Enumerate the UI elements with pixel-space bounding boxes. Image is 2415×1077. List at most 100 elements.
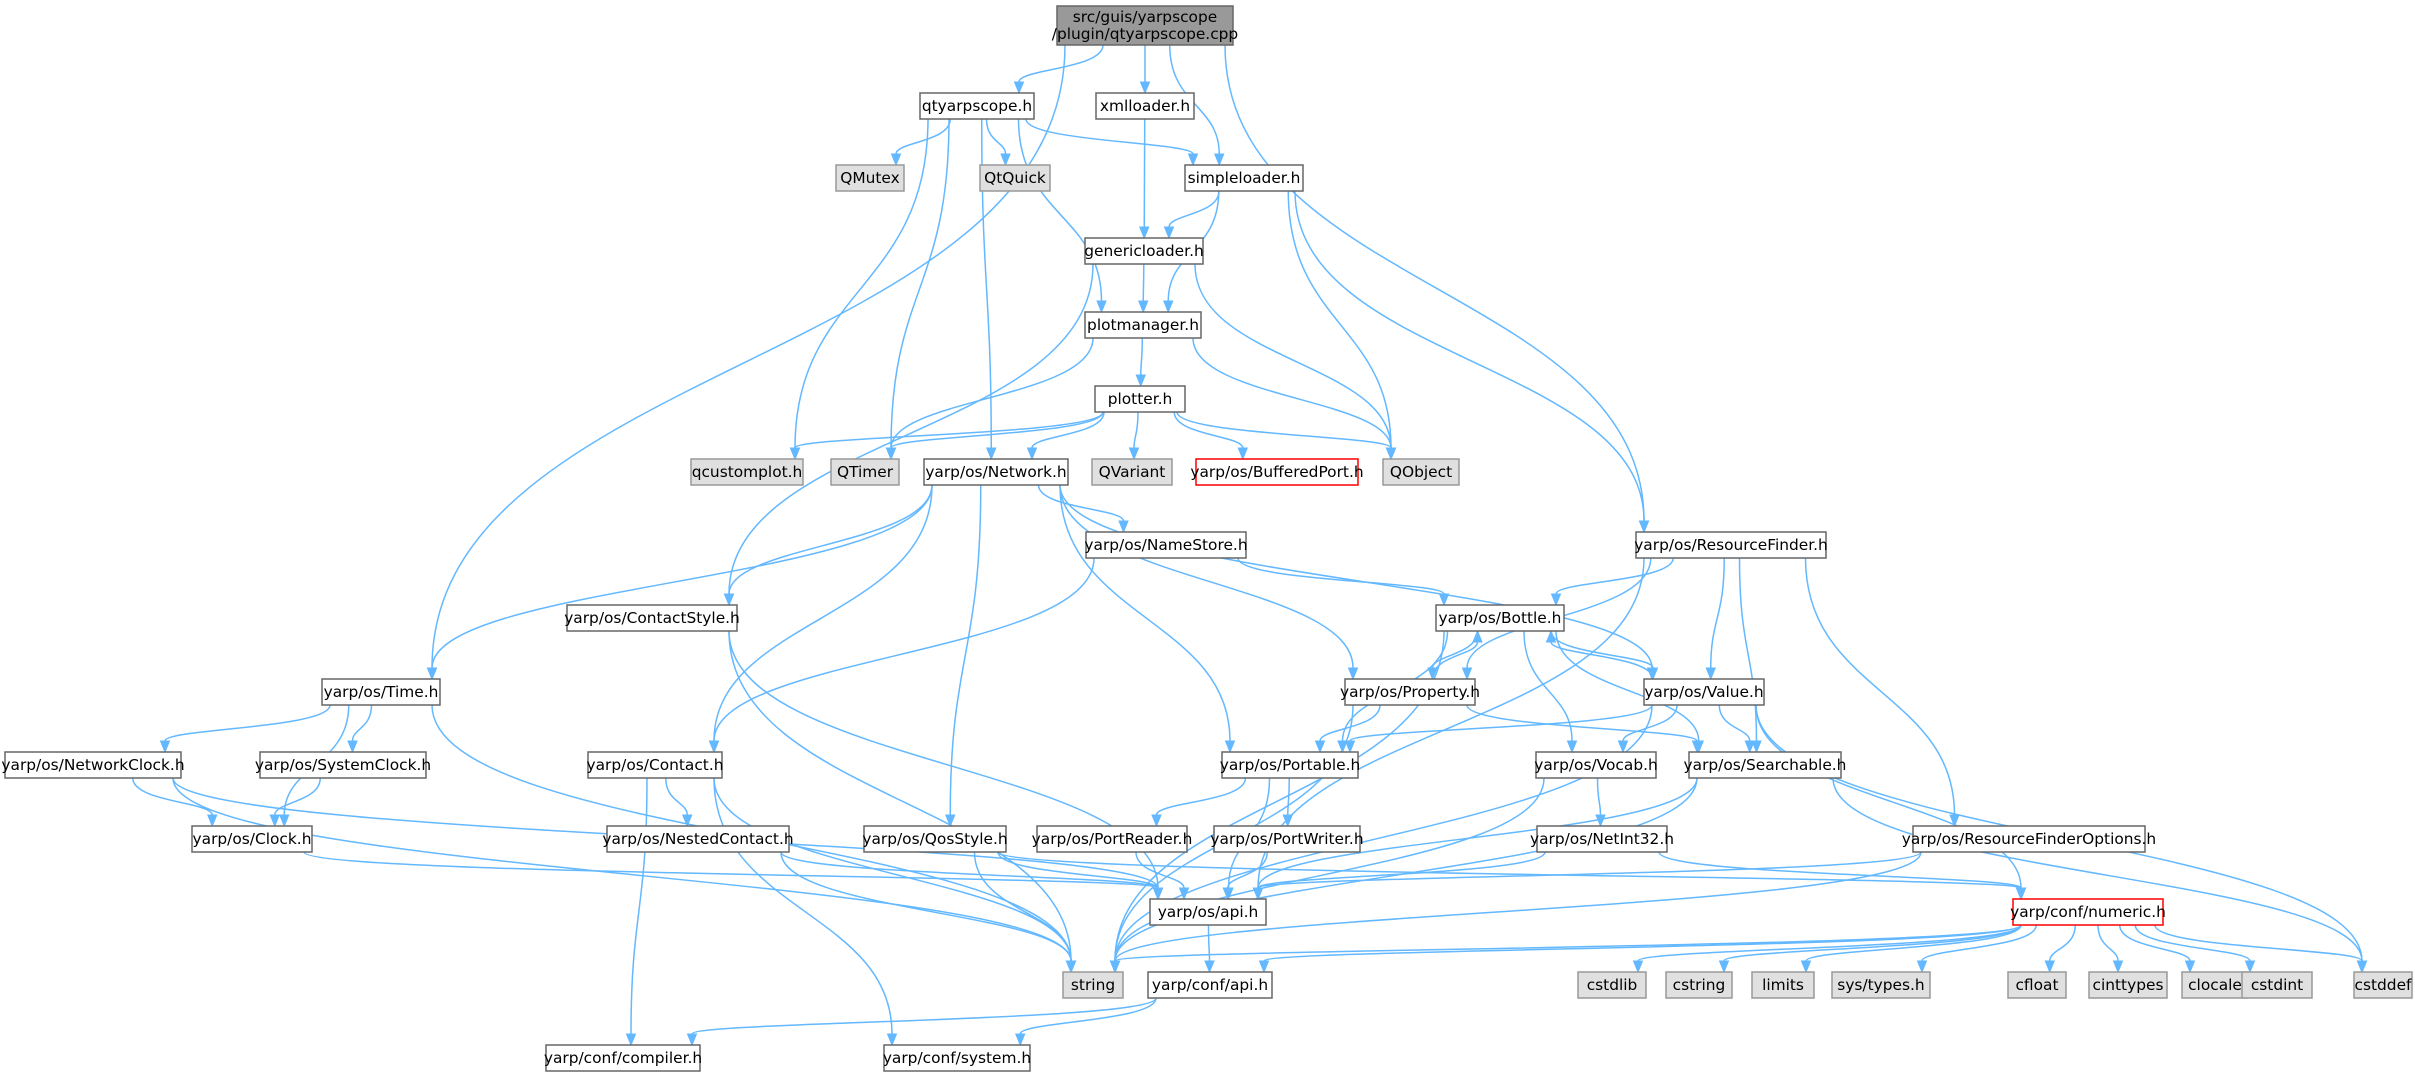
node-genericloader_h[interactable]: genericloader.h	[1084, 237, 1204, 265]
node-qobject: QObject	[1382, 458, 1460, 486]
edge-network_h-to-qosstyle_h	[949, 484, 982, 816]
node-portable_h[interactable]: yarp/os/Portable.h	[1220, 751, 1361, 779]
edge-arrowhead-os_api_h-to-conf_api_h	[1204, 960, 1215, 974]
node-root[interactable]: src/guis/yarpscope/plugin/qtyarpscope.cp…	[1052, 5, 1238, 46]
node-box-nestedcontact_h	[606, 825, 790, 853]
node-value_h[interactable]: yarp/os/Value.h	[1643, 678, 1765, 706]
node-box-vocab_h	[1535, 751, 1657, 779]
node-numeric_h[interactable]: yarp/conf/numeric.h	[2010, 898, 2166, 926]
node-os_api_h[interactable]: yarp/os/api.h	[1149, 898, 1267, 926]
node-rfoptions_h[interactable]: yarp/os/ResourceFinderOptions.h	[1902, 825, 2156, 853]
edge-arrowhead-contact_h-to-compiler_h	[625, 1033, 637, 1047]
node-qosstyle_h[interactable]: yarp/os/QosStyle.h	[862, 825, 1008, 853]
node-cfloat: cfloat	[2007, 971, 2067, 999]
node-plotter_h[interactable]: plotter.h	[1094, 385, 1186, 413]
edge-arrowhead-rfoptions_h-to-os_api_h	[1252, 887, 1264, 901]
node-cstdlib: cstdlib	[1577, 971, 1647, 999]
node-qtimer: QTimer	[830, 458, 900, 486]
node-plotmanager_h[interactable]: plotmanager.h	[1084, 311, 1202, 339]
edge-arrowhead-numeric_h-to-clocale	[2184, 960, 2196, 974]
edge-numeric_h-to-string	[1114, 924, 2022, 962]
node-label-qtquick: QtQuick	[984, 169, 1046, 187]
edge-namestore_h-to-contact_h	[713, 557, 1095, 742]
edge-arrowhead-root-to-qtyarpscope_h	[1013, 81, 1025, 95]
edge-bottle_h-to-searchable_h	[1555, 630, 1700, 742]
node-netint32_h[interactable]: yarp/os/NetInt32.h	[1530, 825, 1674, 853]
edge-value_h-to-searchable_h	[1718, 704, 1751, 742]
edge-arrowhead-numeric_h-to-cfloat	[2044, 960, 2055, 974]
node-label-cfloat: cfloat	[2015, 976, 2058, 994]
node-box-resourcefinder_h	[1635, 531, 1827, 559]
node-networkclock_h[interactable]: yarp/os/NetworkClock.h	[1, 751, 185, 779]
edge-portwriter_h-to-os_api_h	[1227, 851, 1268, 889]
node-box-portable_h	[1221, 751, 1359, 779]
edge-portable_h-to-portwriter_h	[1287, 777, 1290, 816]
node-qtyarpscope_h[interactable]: qtyarpscope.h	[919, 92, 1035, 120]
edge-vocab_h-to-string	[1114, 777, 1545, 962]
node-box-property_h	[1344, 678, 1476, 706]
edge-resourcefinder_h-to-rfoptions_h	[1804, 557, 1956, 816]
edge-arrowhead-resourcefinder_h-to-property_h	[1461, 667, 1473, 681]
node-label-system_h: yarp/conf/system.h	[883, 1049, 1031, 1067]
node-label-string: string	[1071, 976, 1115, 994]
edge-conf_api_h-to-system_h	[1019, 997, 1157, 1035]
node-systemclock_h[interactable]: yarp/os/SystemClock.h	[255, 751, 431, 779]
edge-arrowhead-simpleloader_h-to-genericloader_h	[1163, 226, 1175, 240]
node-network_h[interactable]: yarp/os/Network.h	[923, 458, 1069, 486]
node-label-qvariant: QVariant	[1099, 463, 1166, 481]
node-label-qcustomplot_h: qcustomplot.h	[692, 463, 803, 481]
node-nestedcontact_h[interactable]: yarp/os/NestedContact.h	[602, 825, 794, 853]
edge-contact_h-to-string	[713, 777, 1072, 962]
node-label-plotmanager_h: plotmanager.h	[1087, 316, 1199, 334]
edge-os_api_h-to-conf_api_h	[1207, 924, 1211, 962]
node-box-bottle_h	[1435, 604, 1565, 632]
node-compiler_h[interactable]: yarp/conf/compiler.h	[544, 1044, 702, 1072]
node-time_h[interactable]: yarp/os/Time.h	[321, 678, 441, 706]
node-bufferedport_h[interactable]: yarp/os/BufferedPort.h	[1190, 458, 1364, 486]
edge-bottle_h-to-value_h	[1550, 630, 1654, 669]
node-searchable_h[interactable]: yarp/os/Searchable.h	[1684, 751, 1847, 779]
node-clocale: clocale	[2181, 971, 2249, 999]
node-resourcefinder_h[interactable]: yarp/os/ResourceFinder.h	[1634, 531, 1828, 559]
node-contactstyle_h[interactable]: yarp/os/ContactStyle.h	[564, 604, 740, 632]
node-simpleloader_h[interactable]: simpleloader.h	[1184, 164, 1304, 192]
edge-genericloader_h-to-qobject	[1194, 263, 1392, 449]
node-vocab_h[interactable]: yarp/os/Vocab.h	[1534, 751, 1658, 779]
edge-plotter_h-to-network_h	[1031, 411, 1105, 449]
edge-numeric_h-to-cstddef	[2154, 924, 2363, 962]
edge-numeric_h-to-systypes_h	[1921, 924, 2037, 962]
node-label-qtimer: QTimer	[837, 463, 894, 481]
node-bottle_h[interactable]: yarp/os/Bottle.h	[1435, 604, 1565, 632]
node-box-namestore_h	[1085, 531, 1247, 559]
edge-numeric_h-to-clocale	[2119, 924, 2191, 962]
node-namestore_h[interactable]: yarp/os/NameStore.h	[1084, 531, 1248, 559]
edge-qtyarpscope_h-to-qtimer	[890, 118, 950, 449]
edge-arrowhead-plotter_h-to-qtimer	[885, 447, 897, 461]
edge-arrowhead-network_h-to-contactstyle_h	[723, 593, 735, 607]
edge-qosstyle_h-to-os_api_h	[997, 851, 1159, 889]
node-label-cstdlib: cstdlib	[1587, 976, 1638, 994]
edge-resourcefinder_h-to-bottle_h	[1555, 557, 1674, 595]
node-cinttypes: cinttypes	[2088, 971, 2168, 999]
node-system_h[interactable]: yarp/conf/system.h	[883, 1044, 1031, 1072]
node-portreader_h[interactable]: yarp/os/PortReader.h	[1032, 825, 1193, 853]
node-label-contact_h: yarp/os/Contact.h	[587, 756, 724, 774]
node-portwriter_h[interactable]: yarp/os/PortWriter.h	[1210, 825, 1364, 853]
node-box-systypes_h	[1831, 971, 1931, 999]
node-box-simpleloader_h	[1184, 164, 1304, 192]
edge-arrowhead-portwriter_h-to-os_api_h	[1222, 887, 1233, 901]
node-contact_h[interactable]: yarp/os/Contact.h	[587, 751, 724, 779]
node-box-contactstyle_h	[566, 604, 738, 632]
node-property_h[interactable]: yarp/os/Property.h	[1340, 678, 1480, 706]
edge-plotter_h-to-bufferedport_h	[1173, 411, 1244, 449]
node-box-qmutex	[835, 164, 905, 192]
edge-arrowhead-time_h-to-clock_h	[279, 814, 290, 828]
node-clock_h[interactable]: yarp/os/Clock.h	[191, 825, 313, 853]
node-conf_api_h[interactable]: yarp/conf/api.h	[1147, 971, 1273, 999]
node-cstdint: cstdint	[2241, 971, 2313, 999]
node-xmlloader_h[interactable]: xmlloader.h	[1095, 92, 1195, 120]
edge-simpleloader_h-to-qobject	[1287, 190, 1392, 449]
node-label-rfoptions_h: yarp/os/ResourceFinderOptions.h	[1902, 830, 2156, 848]
edge-arrowhead-root-to-xmlloader_h	[1139, 81, 1151, 95]
node-box-qcustomplot_h	[690, 458, 804, 486]
